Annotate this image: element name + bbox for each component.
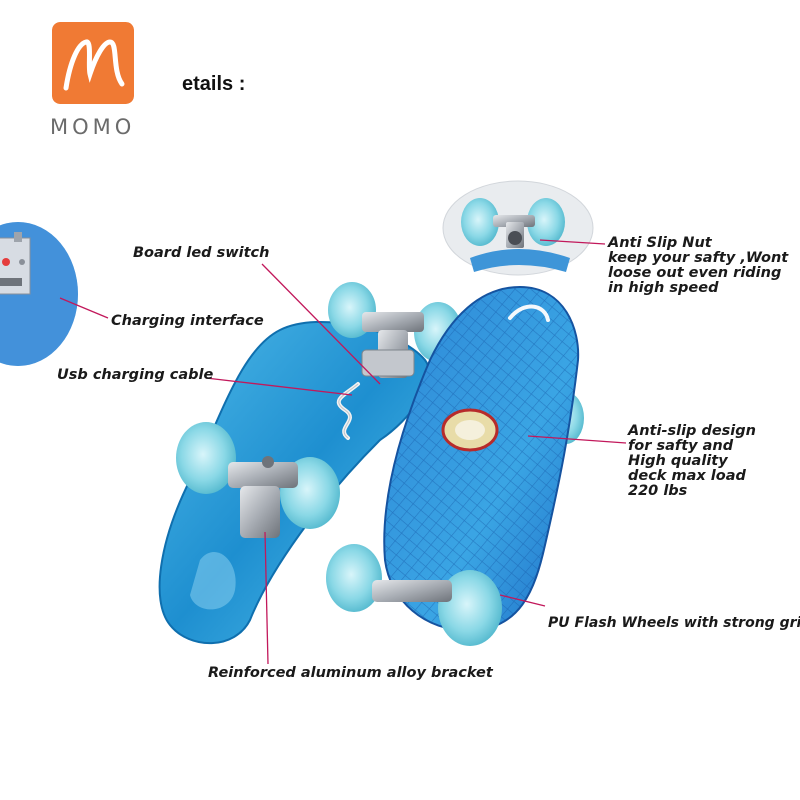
anti-slip-design-line1: Anti-slip design	[628, 423, 756, 439]
leader-board-led-switch	[261, 263, 381, 385]
label-anti-slip-nut: Anti Slip Nut keep your safty ,Wont loos…	[608, 236, 788, 296]
charging-port-inset	[0, 222, 78, 366]
page-header: etails :	[182, 73, 246, 95]
label-usb-charging-cable: Usb charging cable	[57, 367, 214, 383]
callout-lines	[59, 239, 627, 665]
label-charging-interface: Charging interface	[111, 313, 264, 329]
momo-logo	[52, 22, 134, 104]
label-aluminum-bracket: Reinforced aluminum alloy bracket	[208, 665, 493, 681]
leader-bracket	[264, 531, 269, 665]
leader-anti-slip-design	[527, 435, 627, 444]
anti-slip-design-line2: for safty and	[628, 438, 734, 454]
anti-slip-nut-line2: loose out even riding	[608, 265, 782, 281]
leader-charging-interface	[59, 297, 109, 319]
leader-anti-slip-nut	[539, 239, 606, 245]
leader-pu-wheels	[499, 594, 546, 607]
label-anti-slip-design: Anti-slip design for safty and High qual…	[628, 424, 756, 499]
logo-brand-text: MOMO	[50, 115, 136, 139]
anti-slip-nut-title: Anti Slip Nut	[608, 235, 712, 251]
anti-slip-design-line5: 220 lbs	[628, 483, 688, 499]
left-skateboard	[158, 282, 462, 645]
label-board-led-switch: Board led switch	[133, 245, 270, 261]
anti-slip-nut-line3: in high speed	[608, 280, 719, 296]
label-pu-flash-wheels: PU Flash Wheels with strong grip	[548, 615, 800, 631]
anti-slip-design-line3: High quality	[628, 453, 728, 469]
anti-slip-nut-inset	[442, 180, 594, 276]
anti-slip-design-line4: deck max load	[628, 468, 746, 484]
leader-usb-cable	[205, 377, 353, 396]
m-glyph-icon	[63, 39, 125, 91]
anti-slip-nut-line1: keep your safty ,Wont	[608, 250, 789, 266]
